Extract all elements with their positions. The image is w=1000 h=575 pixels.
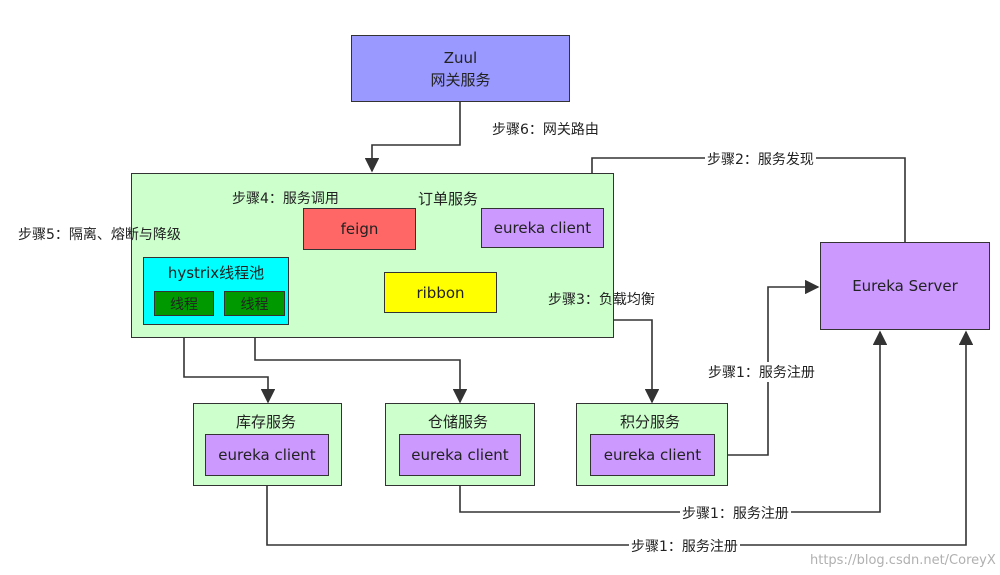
- arrow-step1-inventory: [266, 330, 974, 546]
- step1-inventory-label: 步骤1：服务注册: [629, 536, 740, 556]
- watermark-text: https://blog.csdn.net/CoreyX: [810, 553, 996, 568]
- hystrix-pool-title: hystrix线程池: [167, 264, 265, 282]
- feign-node: feign: [303, 208, 416, 250]
- points-eureka-client-node: eureka client: [590, 434, 715, 476]
- arrow-thread-inventory: [183, 316, 276, 404]
- step5-label: 步骤5：隔离、熔断与降级: [18, 227, 181, 243]
- arrow-step1-warehouse: [459, 330, 888, 513]
- zuul-gateway-node: Zuul 网关服务: [351, 35, 570, 102]
- step1-warehouse-label: 步骤1：服务注册: [680, 503, 791, 523]
- inventory-eureka-client-node: eureka client: [205, 434, 329, 476]
- order-eureka-client-node: eureka client: [481, 208, 604, 248]
- step6-label: 步骤6：网关路由: [492, 122, 599, 138]
- thread-node-2: 线程: [224, 291, 285, 316]
- order-service-title: 订单服务: [418, 190, 479, 208]
- zuul-title: Zuul: [443, 48, 478, 67]
- zuul-subtitle: 网关服务: [430, 70, 491, 89]
- step2-label: 步骤2：服务发现: [705, 149, 816, 169]
- arrow-thread-warehouse: [254, 316, 468, 404]
- ribbon-node: ribbon: [384, 272, 497, 313]
- eureka-server-node: Eureka Server: [820, 242, 990, 330]
- arrow-step6: [364, 102, 461, 173]
- warehouse-eureka-client-node: eureka client: [399, 434, 521, 476]
- step3-label: 步骤3：负载均衡: [548, 292, 655, 308]
- step4-label: 步骤4：服务调用: [232, 191, 339, 207]
- points-service-title: 积分服务: [620, 413, 681, 431]
- inventory-service-title: 库存服务: [236, 413, 297, 431]
- thread-node-1: 线程: [154, 291, 214, 316]
- arrow-step2: [584, 157, 906, 242]
- warehouse-service-title: 仓储服务: [428, 413, 489, 431]
- step1-points-label: 步骤1：服务注册: [706, 362, 817, 382]
